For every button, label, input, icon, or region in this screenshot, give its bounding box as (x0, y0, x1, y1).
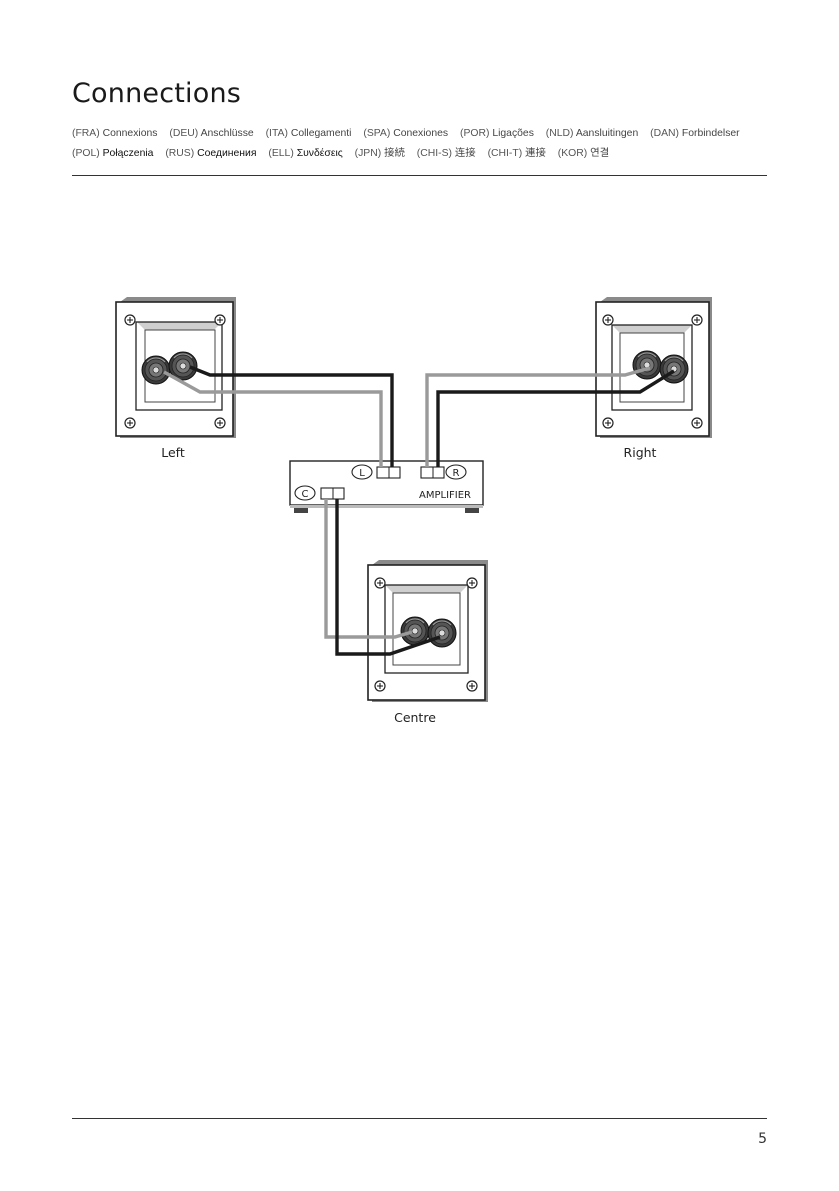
channel-left-label: L (359, 468, 365, 479)
terminal-icon (428, 619, 456, 647)
speaker-right-label: Right (624, 445, 657, 460)
page-number: 5 (758, 1131, 767, 1147)
amplifier-label: AMPLIFIER (419, 490, 471, 501)
speaker-centre (368, 560, 488, 702)
speaker-right (596, 297, 712, 438)
bottom-divider (72, 1118, 767, 1119)
terminal-icon (633, 351, 661, 379)
speaker-left (116, 297, 236, 438)
amplifier: L R C AMPLIFIER (290, 461, 483, 513)
terminal-icon (142, 356, 170, 384)
speaker-centre-label: Centre (394, 710, 436, 725)
channel-right-label: R (453, 468, 460, 479)
speaker-left-label: Left (161, 445, 185, 460)
channel-centre-label: C (302, 489, 309, 500)
